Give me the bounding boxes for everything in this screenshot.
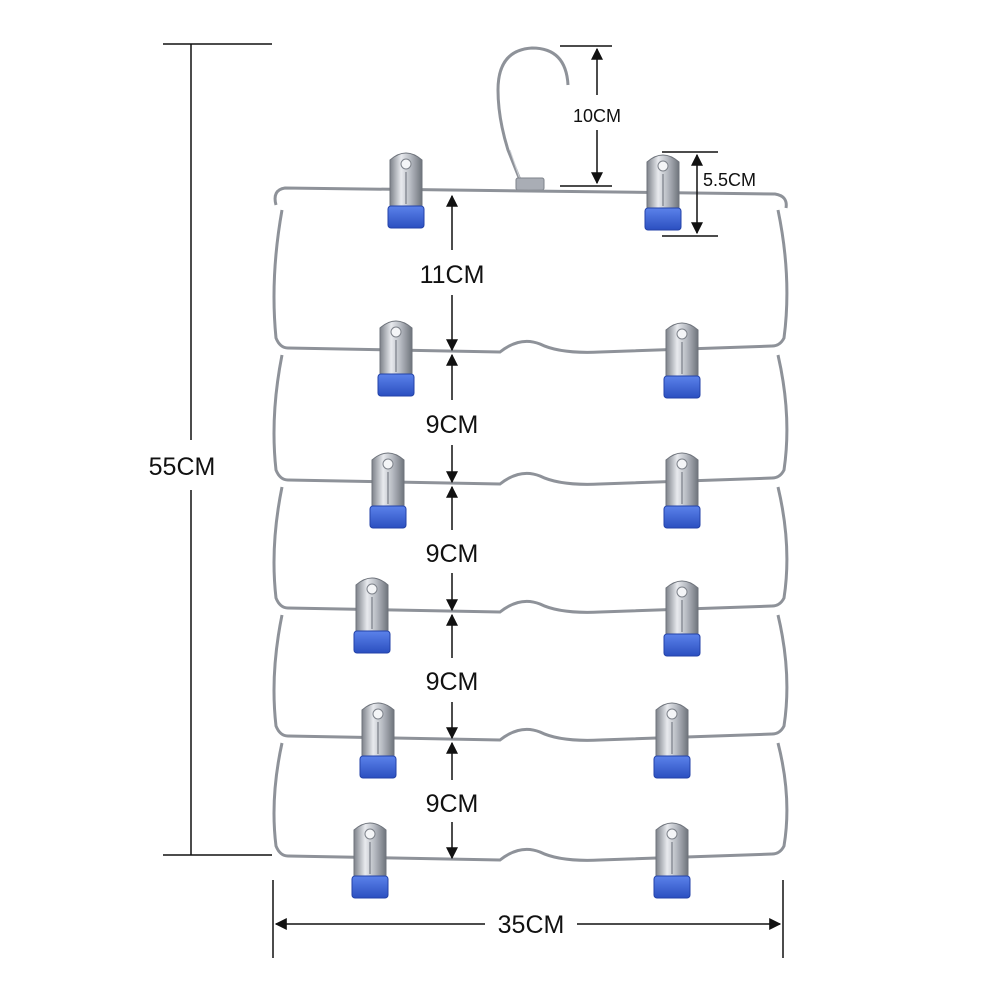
clip bbox=[387, 152, 425, 229]
right-side-wire-4 bbox=[771, 614, 789, 736]
clip-rivet bbox=[666, 708, 678, 720]
clip-rivet bbox=[666, 828, 678, 840]
tier-bar-3 bbox=[287, 471, 773, 486]
clip-rivet bbox=[676, 328, 688, 340]
gap-5-label: 9CM bbox=[426, 790, 479, 818]
clip-pad bbox=[353, 630, 391, 654]
clip bbox=[359, 702, 397, 779]
clip-pad bbox=[663, 505, 701, 529]
tier-bar-2 bbox=[287, 339, 773, 354]
clip-pad bbox=[369, 505, 407, 529]
clip bbox=[653, 702, 691, 779]
clip-rivet bbox=[676, 586, 688, 598]
clip-pad bbox=[359, 755, 397, 779]
right-side-wire-2 bbox=[771, 354, 789, 480]
left-side-wire-5 bbox=[272, 742, 289, 858]
clip-rivet bbox=[657, 160, 669, 172]
clip-pad bbox=[663, 633, 701, 657]
clip-pad bbox=[653, 755, 691, 779]
tier-bar-6 bbox=[287, 847, 773, 862]
tier-bar-5 bbox=[287, 727, 773, 742]
clip-pad bbox=[644, 207, 682, 231]
gap-1-label: 11CM bbox=[420, 261, 485, 289]
hook bbox=[496, 46, 570, 191]
clip bbox=[351, 822, 389, 899]
clip bbox=[663, 452, 701, 529]
clip bbox=[644, 154, 682, 231]
clip-pad bbox=[663, 375, 701, 399]
clip-pad bbox=[377, 373, 415, 397]
clip-rivet bbox=[372, 708, 384, 720]
clip-pad bbox=[387, 205, 425, 229]
clip-rivet bbox=[364, 828, 376, 840]
right-side-wire-3 bbox=[771, 486, 789, 608]
left-side-wire-4 bbox=[272, 614, 289, 738]
dimension-lines bbox=[163, 43, 784, 958]
hook-height-label: 10CM bbox=[573, 106, 621, 126]
clip-pad bbox=[653, 875, 691, 899]
clip-rivet bbox=[382, 458, 394, 470]
gap-4-label: 9CM bbox=[426, 668, 479, 696]
clip bbox=[353, 577, 391, 654]
clip-rivet bbox=[400, 158, 412, 170]
right-side-wire-1 bbox=[771, 209, 789, 348]
clip-height-label: 5.5CM bbox=[703, 170, 756, 190]
clip-pad bbox=[351, 875, 389, 899]
clip-rivet bbox=[676, 458, 688, 470]
left-side-wire-3 bbox=[272, 486, 289, 610]
total-height-label: 55CM bbox=[149, 453, 216, 481]
clip-rivet bbox=[366, 583, 378, 595]
clip bbox=[663, 580, 701, 657]
clip bbox=[663, 322, 701, 399]
left-side-wire-2 bbox=[272, 354, 289, 482]
clip bbox=[653, 822, 691, 899]
clips bbox=[351, 152, 701, 899]
gap-2-label: 9CM bbox=[426, 411, 479, 439]
left-side-wire-1 bbox=[272, 209, 289, 350]
gap-3-label: 9CM bbox=[426, 540, 479, 568]
wire-frame bbox=[272, 186, 789, 862]
tier-bar-4 bbox=[287, 599, 773, 614]
clip bbox=[369, 452, 407, 529]
total-width-label: 35CM bbox=[498, 911, 565, 939]
hook-clasp bbox=[515, 177, 545, 191]
clip-rivet bbox=[390, 326, 402, 338]
right-side-wire-5 bbox=[771, 742, 789, 856]
clip bbox=[377, 320, 415, 397]
top-bar bbox=[273, 186, 788, 209]
